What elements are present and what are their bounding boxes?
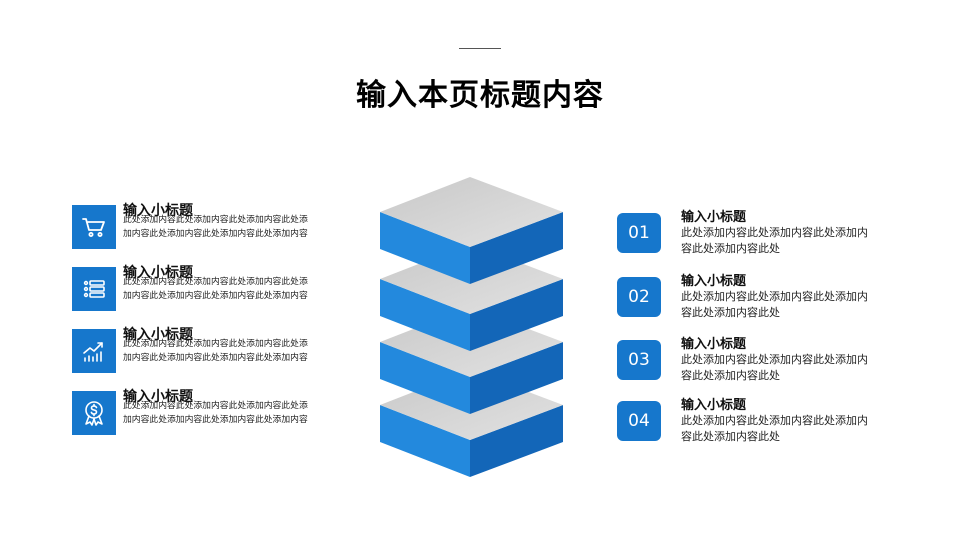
page-title: 输入本页标题内容 — [356, 78, 604, 113]
right-item-3: 03 输入小标题 此处添加内容此处添加内容此处添加内容此处添加内容此处 — [617, 337, 877, 390]
right-item-desc: 此处添加内容此处添加内容此处添加内容此处添加内容此处 — [681, 226, 868, 255]
block-1 — [380, 177, 563, 284]
left-item-desc: 此处添加内容此处添加内容此处添加内容此处添加内容此处添加内容此处添加内容此处添加… — [123, 339, 308, 363]
number-badge: 04 — [617, 401, 661, 441]
left-item-3: 输入小标题 此处添加内容此处添加内容此处添加内容此处添加内容此处添加内容此处添加… — [72, 327, 322, 377]
left-item-2: 输入小标题 此处添加内容此处添加内容此处添加内容此处添加内容此处添加内容此处添加… — [72, 265, 322, 315]
right-item-title: 输入小标题 — [681, 274, 747, 289]
left-item-1: 输入小标题 此处添加内容此处添加内容此处添加内容此处添加内容此处添加内容此处添加… — [72, 203, 322, 253]
left-item-title: 输入小标题 — [123, 389, 193, 405]
stacked-blocks-graphic — [380, 177, 563, 477]
left-item-title: 输入小标题 — [123, 265, 193, 281]
right-item-desc: 此处添加内容此处添加内容此处添加内容此处添加内容此处 — [681, 414, 868, 443]
right-item-1: 01 输入小标题 此处添加内容此处添加内容此处添加内容此处添加内容此处 — [617, 210, 877, 263]
number-badge: 03 — [617, 340, 661, 380]
right-item-desc: 此处添加内容此处添加内容此处添加内容此处添加内容此处 — [681, 290, 868, 319]
left-item-desc: 此处添加内容此处添加内容此处添加内容此处添加内容此处添加内容此处添加内容此处添加… — [123, 401, 308, 425]
right-item-4: 04 输入小标题 此处添加内容此处添加内容此处添加内容此处添加内容此处 — [617, 398, 877, 451]
left-item-title: 输入小标题 — [123, 327, 193, 343]
shopping-cart-icon — [72, 205, 116, 249]
right-item-title: 输入小标题 — [681, 337, 747, 352]
growth-chart-icon — [72, 329, 116, 373]
right-item-2: 02 输入小标题 此处添加内容此处添加内容此处添加内容此处添加内容此处 — [617, 274, 877, 327]
number-badge: 02 — [617, 277, 661, 317]
right-item-desc: 此处添加内容此处添加内容此处添加内容此处添加内容此处 — [681, 353, 868, 382]
list-icon — [72, 267, 116, 311]
right-item-title: 输入小标题 — [681, 398, 747, 413]
right-item-title: 输入小标题 — [681, 210, 747, 225]
left-item-4: 输入小标题 此处添加内容此处添加内容此处添加内容此处添加内容此处添加内容此处添加… — [72, 389, 322, 439]
title-top-rule — [459, 48, 501, 49]
left-item-desc: 此处添加内容此处添加内容此处添加内容此处添加内容此处添加内容此处添加内容此处添加… — [123, 215, 308, 239]
left-item-desc: 此处添加内容此处添加内容此处添加内容此处添加内容此处添加内容此处添加内容此处添加… — [123, 277, 308, 301]
dollar-badge-icon — [72, 391, 116, 435]
number-badge: 01 — [617, 213, 661, 253]
left-item-title: 输入小标题 — [123, 203, 193, 219]
